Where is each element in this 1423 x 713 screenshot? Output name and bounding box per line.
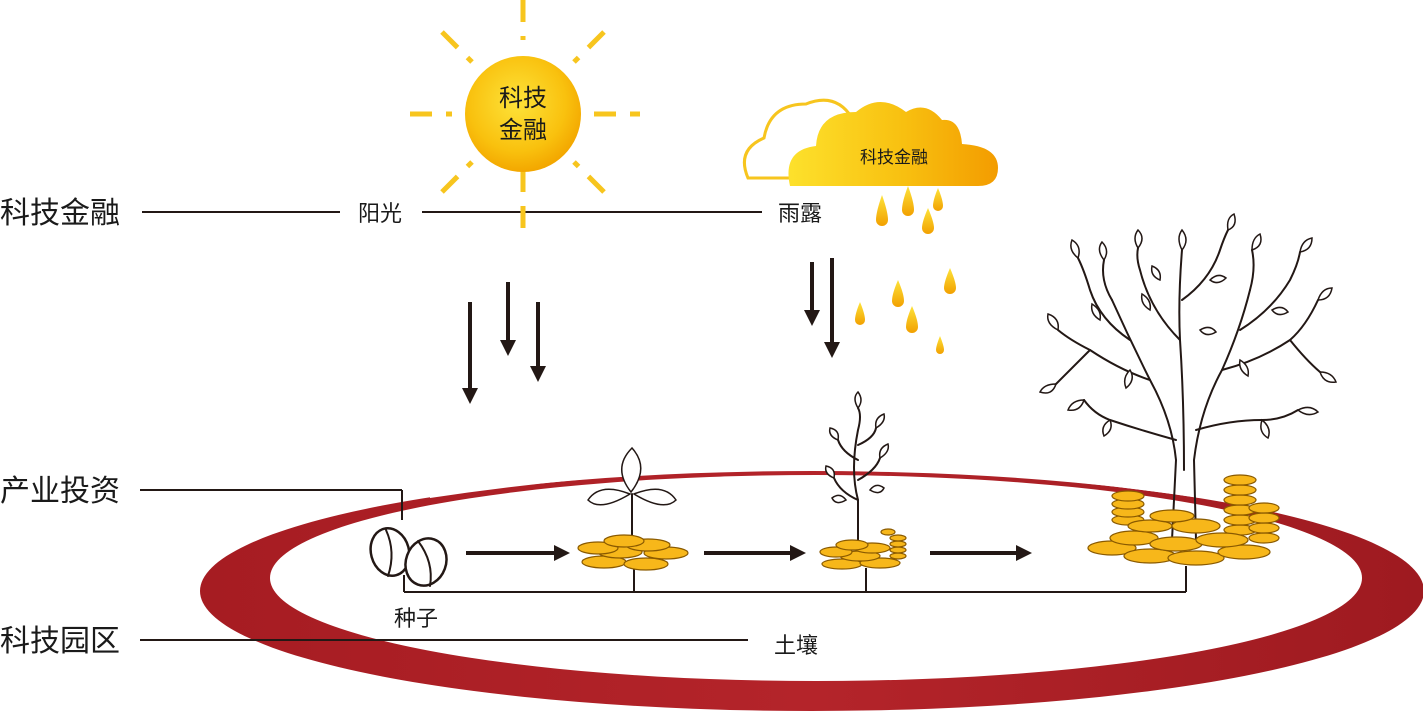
stage-arrows — [466, 545, 1032, 561]
sun-label-line1: 科技 — [499, 84, 547, 112]
sapling-icon — [824, 390, 890, 546]
rain-arrows — [804, 258, 840, 358]
coin-stack-icon — [1087, 474, 1280, 566]
sun-label-line2: 金融 — [499, 116, 547, 144]
connector-lines — [140, 211, 1187, 641]
sun-icon — [410, 0, 640, 230]
seed-icon — [369, 527, 448, 587]
coin-stack-icon — [819, 528, 907, 570]
seed-label: 种子 — [394, 607, 438, 632]
label-industrial-investment: 产业投资 — [0, 474, 120, 509]
label-tech-finance: 科技金融 — [0, 196, 120, 231]
sun-caption: 阳光 — [358, 202, 402, 227]
sunlight-arrows — [462, 282, 546, 404]
cloud-label: 科技金融 — [860, 148, 928, 168]
coin-stack-icon — [577, 534, 689, 571]
tree-icon — [1038, 212, 1338, 541]
cloud-caption: 雨露 — [778, 202, 822, 227]
soil-label: 土壤 — [774, 634, 818, 659]
label-tech-park: 科技园区 — [0, 624, 120, 659]
cloud-icon — [743, 98, 998, 186]
raindrop-icon — [855, 186, 956, 354]
sprout-icon — [587, 446, 677, 541]
